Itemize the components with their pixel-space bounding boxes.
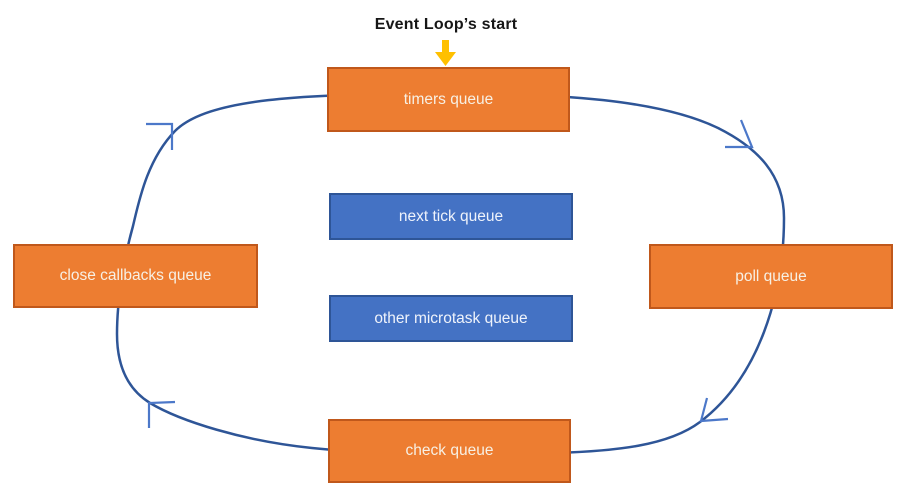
node-next-tick-queue: next tick queue: [329, 193, 573, 240]
node-label: other microtask queue: [374, 309, 528, 327]
diagram-title: Event Loop’s start: [374, 16, 518, 33]
arrowhead-top-left-icon: [146, 122, 174, 150]
node-label: poll queue: [735, 267, 807, 285]
arrowhead-bottom-right-icon: [699, 397, 729, 423]
node-check-queue: check queue: [328, 419, 571, 483]
arrowhead-top-right-icon: [725, 119, 754, 149]
node-label: timers queue: [403, 90, 494, 108]
node-label: next tick queue: [398, 207, 504, 225]
node-label: close callbacks queue: [59, 267, 212, 284]
arrowhead-bottom-left-icon: [147, 400, 176, 428]
start-arrow-icon: [435, 40, 456, 66]
node-timers-queue: timers queue: [327, 67, 570, 132]
node-label: check queue: [405, 442, 494, 459]
node-close-callbacks-queue: close callbacks queue: [13, 244, 258, 308]
node-poll-queue: poll queue: [649, 244, 893, 309]
node-other-microtask-queue: other microtask queue: [329, 295, 573, 342]
